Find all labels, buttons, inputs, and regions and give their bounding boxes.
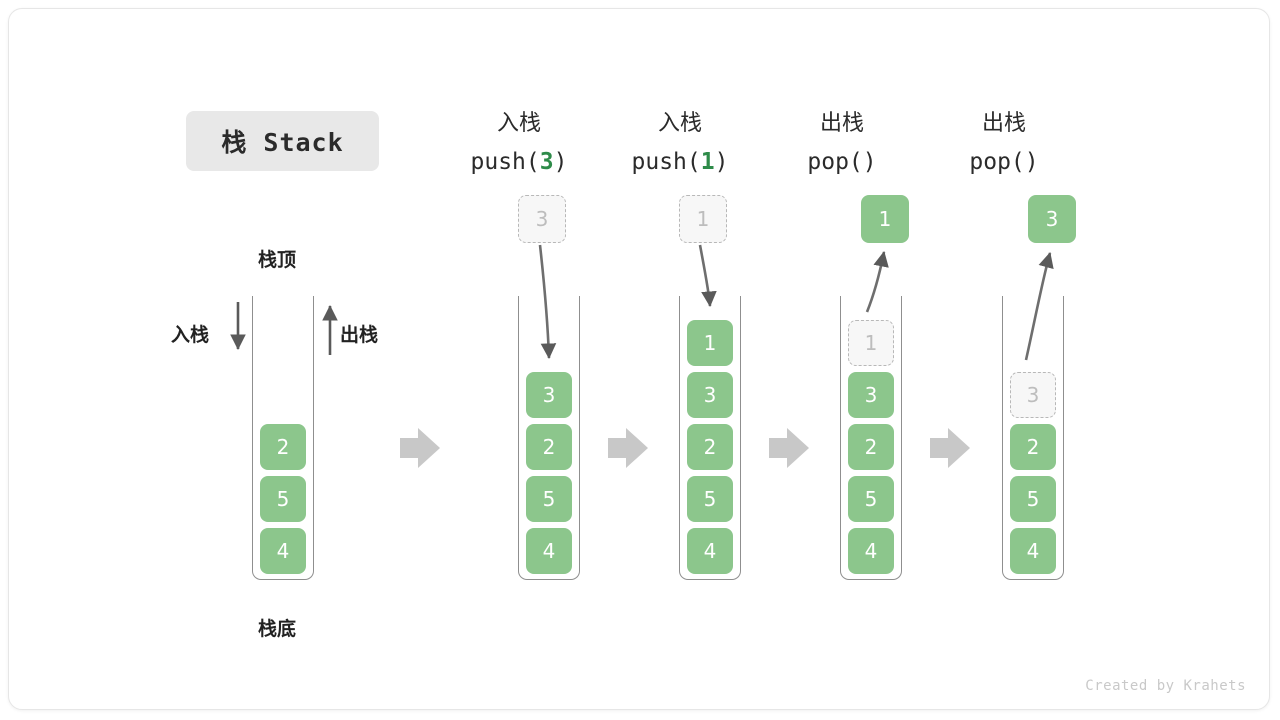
stack-cell: 3: [526, 372, 572, 418]
stack-cell-ghost: 1: [848, 320, 894, 366]
step-caption-push-1: 入栈 push(1): [590, 105, 770, 181]
stack-cell: 4: [526, 528, 572, 574]
stack-tube-push-1: [679, 296, 741, 580]
step-caption-code: pop(): [914, 143, 1094, 181]
stack-cell: 1: [687, 320, 733, 366]
code-arg: 1: [700, 149, 715, 175]
code-suffix: ): [714, 149, 729, 175]
floating-value-box-pop-3: 3: [1028, 195, 1076, 243]
code-prefix: push(: [470, 149, 540, 175]
pop-label: 出栈: [340, 324, 379, 346]
step-caption-code: push(1): [590, 143, 770, 181]
step-caption-cn: 入栈: [496, 111, 541, 136]
stack-cell: 4: [260, 528, 306, 574]
code-arg: 3: [539, 149, 554, 175]
stack-cell: 3: [848, 372, 894, 418]
stack-cell: 5: [848, 476, 894, 522]
stack-bottom-label: 栈底: [258, 618, 297, 640]
watermark-credit: Created by Krahets: [1085, 678, 1246, 694]
push-label: 入栈: [171, 324, 210, 346]
stack-cell: 5: [687, 476, 733, 522]
floating-value-box-push-3: 3: [518, 195, 566, 243]
stack-cell: 5: [260, 476, 306, 522]
code-suffix: ): [1024, 149, 1039, 175]
stack-cell: 2: [260, 424, 306, 470]
stack-title-chip: 栈 Stack: [186, 111, 379, 171]
stack-tube-initial: [252, 296, 314, 580]
code-suffix: ): [862, 149, 877, 175]
floating-value-box-push-1: 1: [679, 195, 727, 243]
stack-cell: 5: [526, 476, 572, 522]
stack-tube-pop-3: [1002, 296, 1064, 580]
step-caption-pop-1: 出栈 pop(): [752, 105, 932, 181]
stack-tube-push-3: [518, 296, 580, 580]
stack-cell: 2: [1010, 424, 1056, 470]
stack-cell: 4: [1010, 528, 1056, 574]
stack-top-label: 栈顶: [258, 249, 297, 271]
floating-value-box-pop-1: 1: [861, 195, 909, 243]
step-caption-code: push(3): [429, 143, 609, 181]
stack-cell: 4: [687, 528, 733, 574]
stack-cell: 3: [687, 372, 733, 418]
step-caption-push-3: 入栈 push(3): [429, 105, 609, 181]
step-caption-cn: 出栈: [819, 111, 864, 136]
stack-tube-pop-1: [840, 296, 902, 580]
code-prefix: push(: [631, 149, 701, 175]
code-prefix: pop(: [969, 149, 1025, 175]
stack-cell: 4: [848, 528, 894, 574]
code-suffix: ): [553, 149, 568, 175]
step-caption-cn: 入栈: [657, 111, 702, 136]
stack-cell: 5: [1010, 476, 1056, 522]
stack-cell-ghost: 3: [1010, 372, 1056, 418]
step-caption-pop-3: 出栈 pop(): [914, 105, 1094, 181]
stack-cell: 2: [687, 424, 733, 470]
code-prefix: pop(: [807, 149, 863, 175]
stack-cell: 2: [848, 424, 894, 470]
step-caption-code: pop(): [752, 143, 932, 181]
stack-cell: 2: [526, 424, 572, 470]
step-caption-cn: 出栈: [981, 111, 1026, 136]
